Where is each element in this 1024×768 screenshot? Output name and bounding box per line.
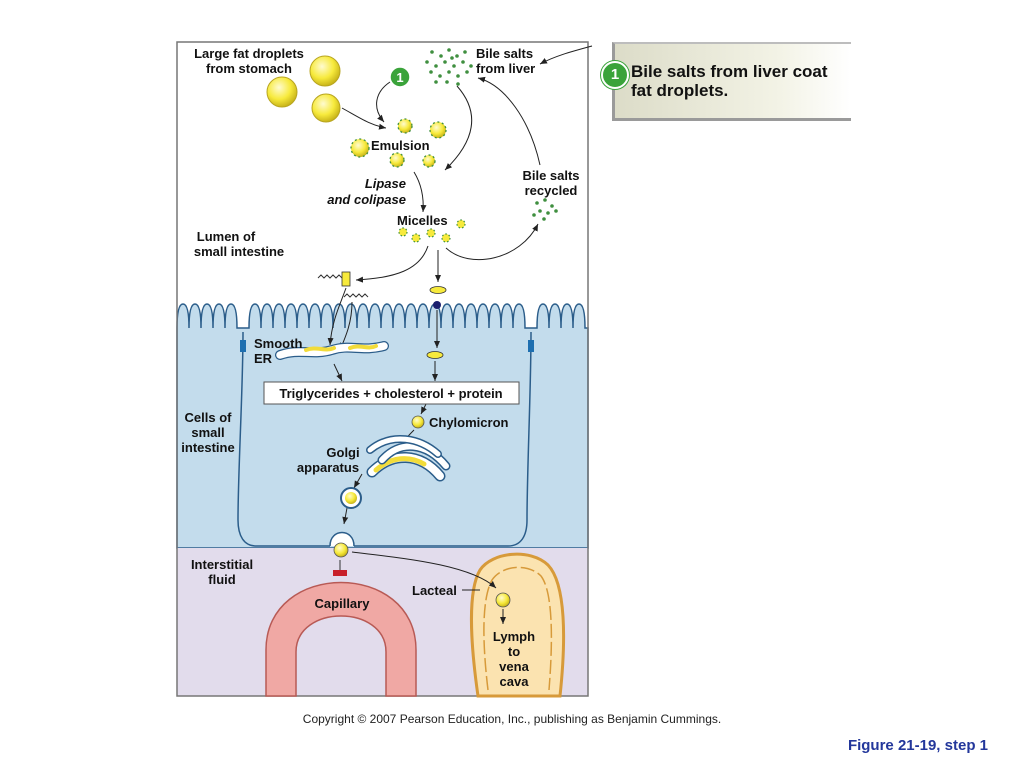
label-cells-1: Cells of [185,410,233,425]
label-lymph-3: vena [499,659,529,674]
arrow-er-to-tg [333,363,343,382]
arrow-fattyacid-into-cell [327,287,347,346]
arrow-emulsion-to-micelles [413,171,427,213]
label-large-fat-2: from stomach [206,61,292,76]
micelles [398,219,466,243]
step-1-marker [389,66,411,88]
tight-junction-right [528,340,534,352]
capillary [265,581,417,697]
arrow-vesicle-down [342,507,349,525]
label-bile-recycled-1: Bile salts [522,168,579,183]
label-bile-liver-2: from liver [476,61,535,76]
cell-membrane-left [237,331,257,547]
label-triglycerides: Triglycerides + cholesterol + protein [279,386,502,401]
fatty-acid-zigzag-2 [343,293,369,298]
transporter [433,301,441,309]
fat-droplet [266,76,298,108]
label-lumen-1: Lumen of [197,229,256,244]
recycled-bile-salts [532,198,558,221]
emulsion-droplets [350,118,447,168]
label-chylomicron: Chylomicron [429,415,509,430]
arrow-to-lacteal [351,551,497,589]
monoglyceride-in-cell [426,351,444,359]
smooth-er [275,341,389,360]
arrow-recycled-to-liver [477,76,541,166]
label-bile-recycled-2: recycled [525,183,578,198]
label-micelles: Micelles [397,213,448,228]
figure-frame [176,41,589,697]
exocytosis [329,531,355,547]
label-bile-liver-1: Bile salts [476,46,533,61]
golgi-apparatus [366,435,451,482]
capillary-gap [333,570,347,576]
fat-droplet [309,55,341,87]
triglycerides-box [263,381,520,405]
cell-layer [176,303,589,549]
label-golgi-1: Golgi [326,445,359,460]
lacteal [470,552,566,698]
step-callout: 1 Bile salts from liver coat fat droplet… [601,42,851,121]
chylomicron [411,415,425,429]
label-smooth-er-1: Smooth [254,336,302,351]
label-lymph-1: Lymph [493,629,535,644]
arrow-micelles-to-fattyacid [355,245,429,283]
label-golgi-2: apparatus [297,460,359,475]
figure-label: Figure 21-19, step 1 [847,737,988,754]
arrow-incoming-bile [539,45,593,65]
vesicle-chylomicron [345,492,357,504]
cell-membrane-right [507,331,532,547]
fatty-acid-zigzag [317,274,343,279]
label-lipase-1: Lipase [365,176,406,191]
monoglyceride [429,286,447,294]
label-lacteal: Lacteal [412,583,457,598]
lumen-region [177,42,588,310]
arrow-micelles-to-recycled [445,223,539,261]
label-lymph-2: to [508,644,520,659]
arrow-tg-to-chylo [420,403,427,415]
label-cells-3: intestine [181,440,234,455]
released-chylomicron [333,542,349,558]
fatty-acid-head [341,271,351,287]
label-lymph-4: cava [500,674,530,689]
label-emulsion: Emulsion [371,138,430,153]
label-lumen-2: small intestine [194,244,284,259]
label-smooth-er-2: ER [254,351,273,366]
step-1-number: 1 [396,70,403,85]
label-interstitial-1: Interstitial [191,557,253,572]
label-cells-2: small [191,425,224,440]
copyright-notice: Copyright © 2007 Pearson Education, Inc.… [302,712,722,726]
bile-salts-cluster [425,48,473,86]
lacteal-inner [483,566,553,691]
callout-text: Bile salts from liver coat fat droplets. [631,62,828,100]
arrow-fat-to-emulsion [341,107,387,130]
arrow-bile-to-emulsion [376,81,391,123]
arrow-bile-to-micelles [444,85,473,171]
lymph-chylomicron [495,592,511,608]
label-interstitial-2: fluid [208,572,235,587]
arrow-golgi-to-vesicle [353,473,363,489]
label-large-fat-1: Large fat droplets [194,46,304,61]
label-lipase-2: and colipase [327,192,406,207]
callout-step-number: 1 [601,61,629,89]
label-capillary: Capillary [315,596,371,611]
tight-junction-left [240,340,246,352]
fat-droplet [311,93,341,123]
